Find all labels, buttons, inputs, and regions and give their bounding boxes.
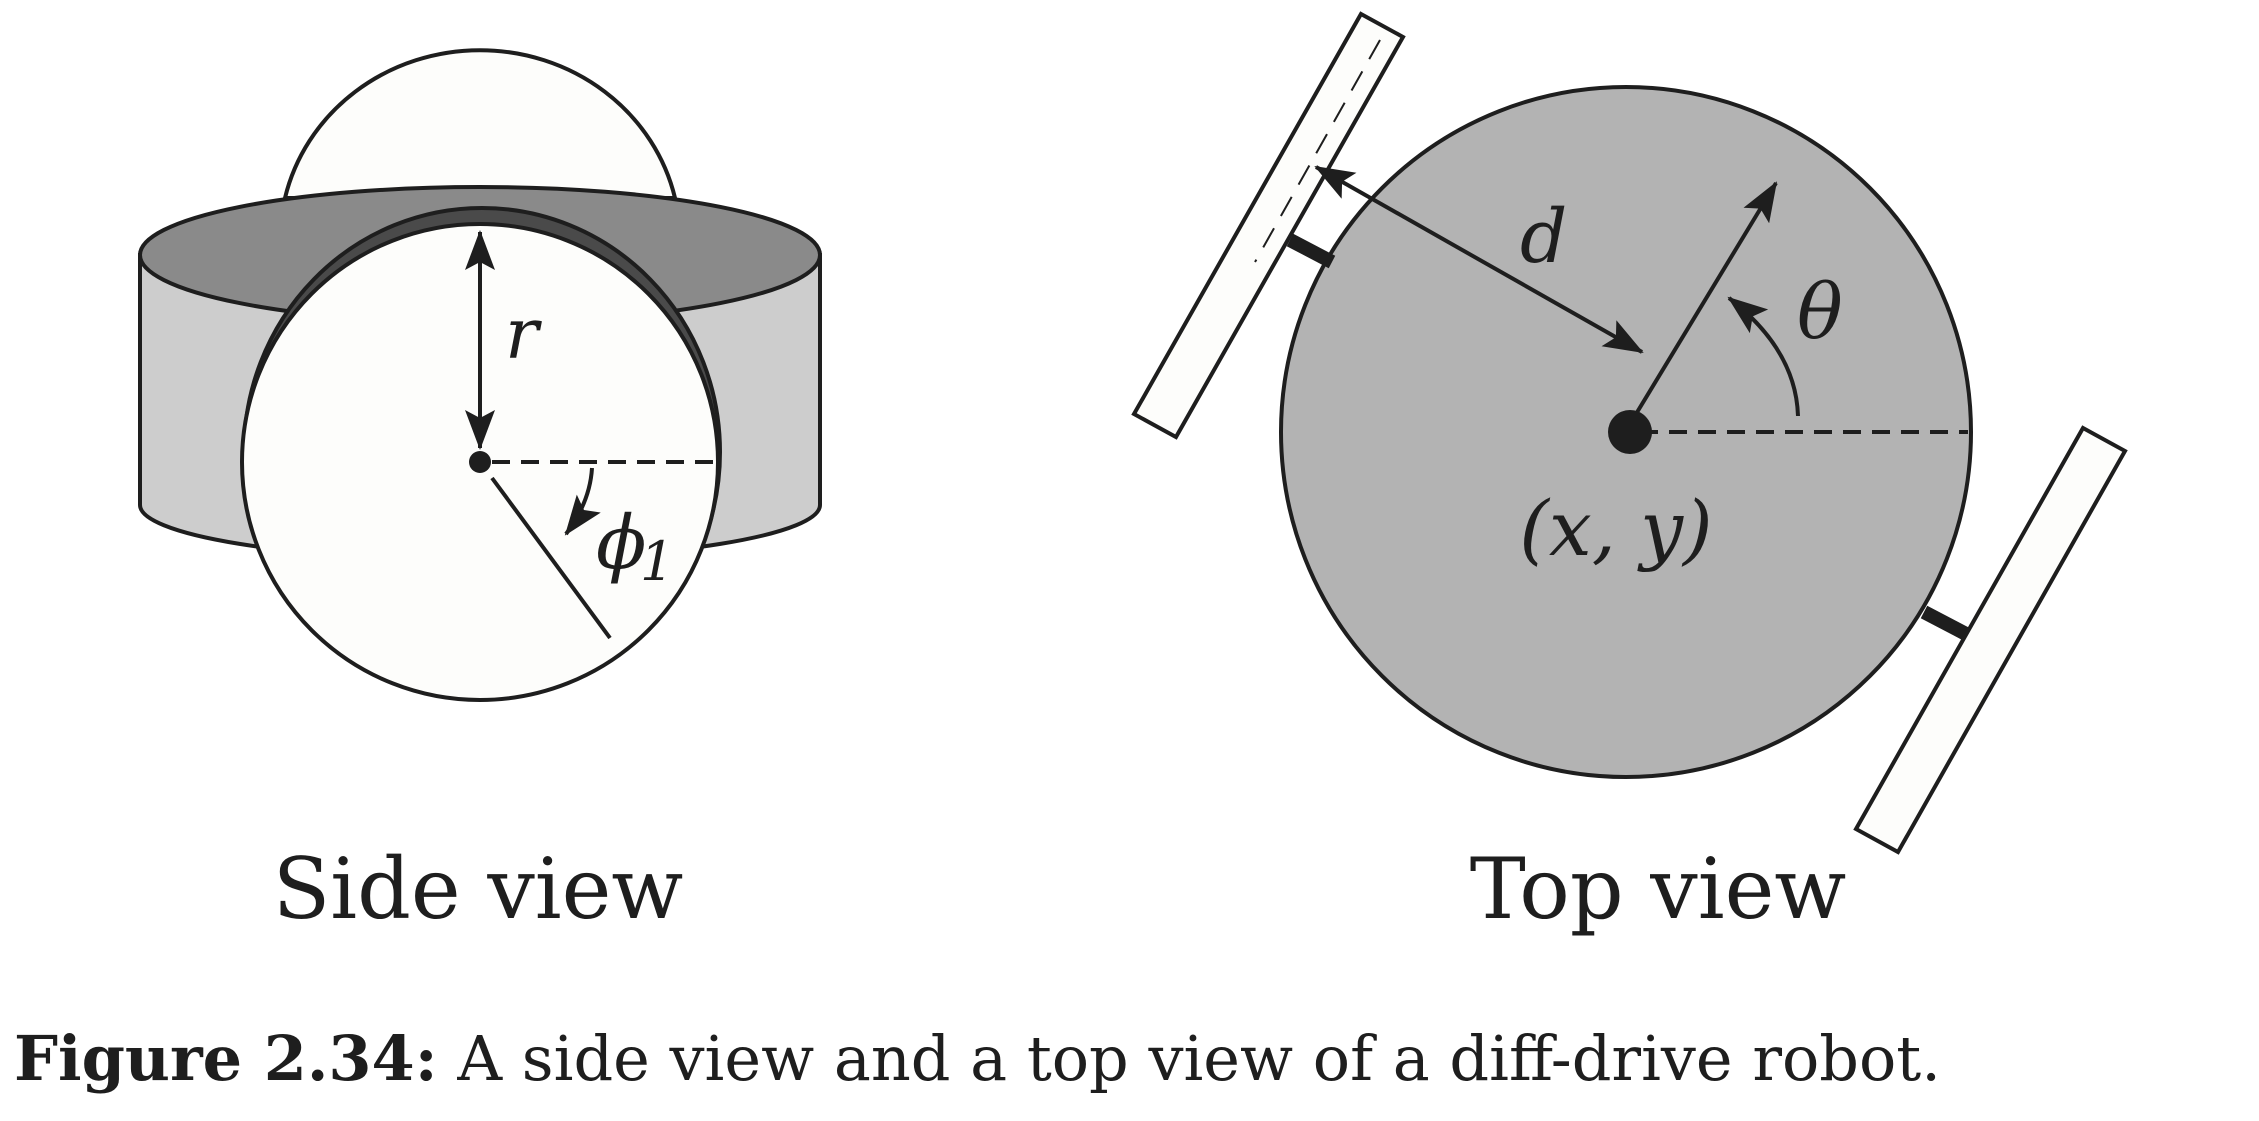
theta-arc [1727, 296, 1800, 417]
phi1-arc [564, 467, 601, 536]
side-view: r ϕ 1 Side view [138, 48, 822, 938]
top-view-label: Top view [1470, 840, 1846, 938]
side-view-label: Side view [273, 840, 684, 938]
theta-label: θ [1797, 267, 1843, 356]
phi1-label: ϕ [596, 500, 646, 586]
distance-label: d [1520, 194, 1567, 280]
wheel-center-dot [469, 451, 491, 473]
right-wheel [1853, 425, 2128, 855]
caption-label: Figure 2.34: [14, 1022, 438, 1095]
left-wheel-centerline [1254, 39, 1381, 263]
figure-caption: Figure 2.34: A side view and a top view … [14, 1028, 2254, 1090]
distance-arrow [1314, 165, 1644, 354]
phi1-subscript: 1 [640, 530, 674, 593]
right-axle [1920, 605, 1970, 641]
radius-label: r [505, 293, 542, 375]
wheel-spoke [490, 476, 612, 640]
left-axle [1286, 233, 1336, 269]
position-label: (x, y) [1519, 484, 1712, 573]
heading-arrow [1634, 181, 1778, 416]
robot-center-dot [1608, 410, 1652, 454]
caption-text: A side view and a top view of a diff-dri… [457, 1022, 1941, 1095]
robot-dome [282, 48, 678, 200]
top-view: d θ (x, y) Top view [1131, 11, 2128, 938]
